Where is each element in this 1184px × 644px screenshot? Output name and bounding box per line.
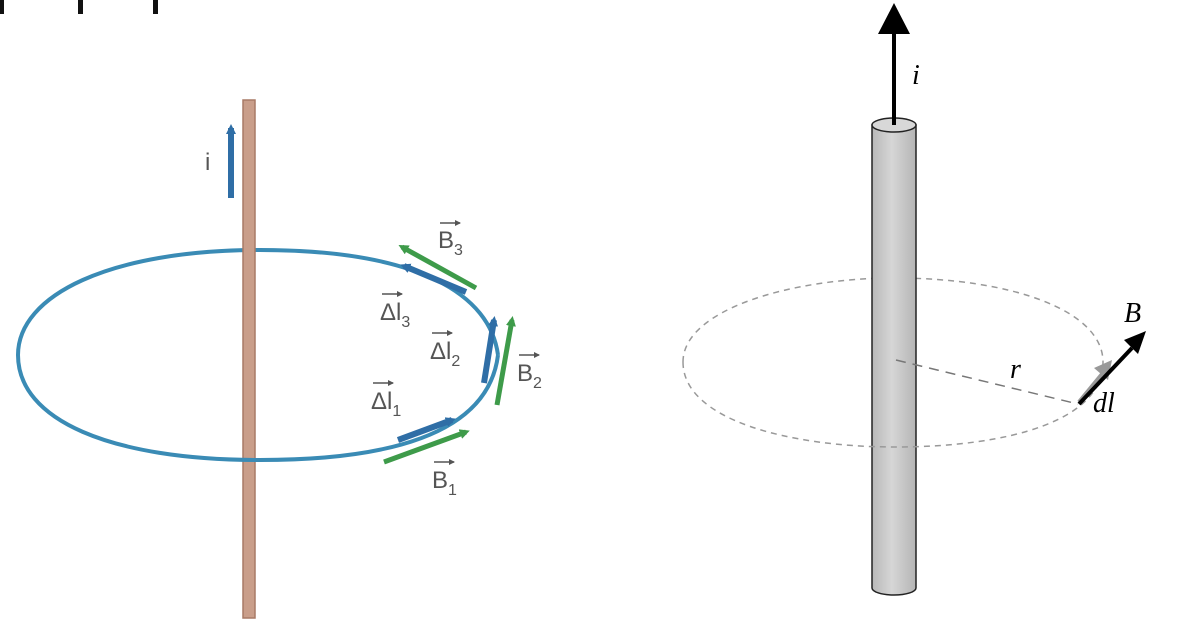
b3-label: B3 <box>438 220 463 259</box>
current-loop-front <box>16 354 500 463</box>
current-label-right: i <box>912 60 920 91</box>
current-arrow-right <box>878 3 910 125</box>
dl2-label: Δl2 <box>430 330 460 370</box>
b1-arrow <box>383 429 470 465</box>
radius-label: r <box>1010 354 1021 385</box>
svg-text:Δl2: Δl2 <box>430 338 460 370</box>
radius-line <box>895 359 1079 405</box>
dl1-label: Δl1 <box>371 380 401 420</box>
top-edge-fragment <box>0 0 158 14</box>
svg-text:B1: B1 <box>432 467 457 499</box>
b-field-arrow <box>1077 331 1146 406</box>
b1-label: B1 <box>432 459 457 499</box>
dl3-arrow <box>400 263 468 295</box>
b3-arrow <box>398 244 478 291</box>
field-label: B <box>1124 298 1141 329</box>
b2-arrow <box>494 316 516 406</box>
element-label: dl <box>1093 388 1115 419</box>
svg-text:Δl1: Δl1 <box>371 388 401 420</box>
right-diagram: i B r dl <box>682 3 1146 596</box>
current-loop-back <box>16 247 500 356</box>
current-label: i <box>205 149 210 176</box>
dl2-arrow <box>481 316 498 384</box>
svg-text:Δl3: Δl3 <box>380 299 410 331</box>
amperian-loop-front <box>682 361 1104 448</box>
b2-label: B2 <box>517 352 542 392</box>
svg-text:B3: B3 <box>438 227 463 259</box>
straight-wire <box>242 99 256 619</box>
left-diagram: i B3 Δl3 Δl2 B2 Δl1 <box>16 99 542 619</box>
dl3-label: Δl3 <box>380 291 410 331</box>
dl1-arrow <box>396 417 456 443</box>
cylindrical-conductor <box>871 117 917 596</box>
svg-text:B2: B2 <box>517 360 542 392</box>
